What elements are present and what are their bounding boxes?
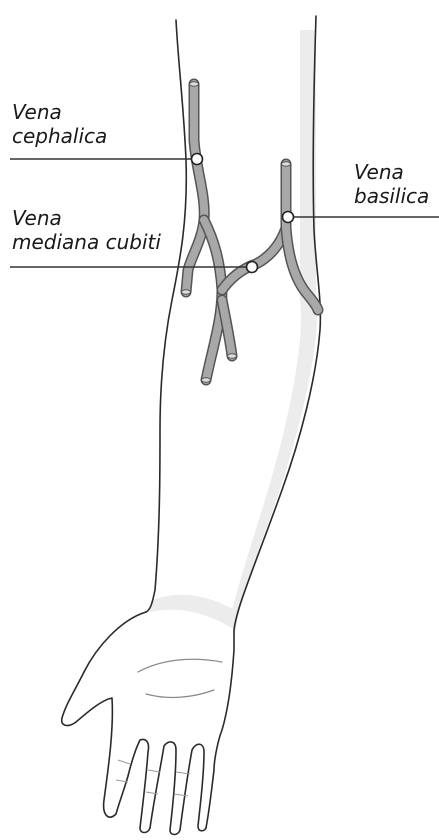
label-cephalica-line2: cephalica xyxy=(12,124,107,148)
label-vena-basilica: Vena basilica xyxy=(354,160,429,208)
marker-mediana-cubiti xyxy=(247,262,258,273)
marker-basilica xyxy=(283,212,294,223)
finger-middle xyxy=(150,742,180,835)
label-vena-cephalica: Vena cephalica xyxy=(12,100,107,148)
label-basilica-line2: basilica xyxy=(354,184,429,208)
vein-cap-cephalica-top xyxy=(190,82,199,86)
label-mediana-line1: Vena xyxy=(12,206,161,230)
vein-branch-lower xyxy=(222,300,232,356)
marker-cephalica xyxy=(192,154,203,165)
arm-outline-left xyxy=(146,20,186,612)
palm-crease-1 xyxy=(138,659,222,672)
veins xyxy=(186,84,318,380)
palm-crease-2 xyxy=(146,690,214,697)
label-cephalica-line1: Vena xyxy=(12,100,107,124)
finger-ring xyxy=(180,744,206,831)
hand-outline xyxy=(62,612,146,817)
finger-index xyxy=(128,740,150,833)
label-vena-mediana-cubiti: Vena mediana cubiti xyxy=(12,206,161,254)
arm-shading xyxy=(228,30,317,630)
vein-cap-cephalica-bottom xyxy=(182,290,191,294)
vein-cap-basilica-top xyxy=(282,162,291,166)
vein-cap-branch-bottom xyxy=(202,378,211,382)
label-mediana-line2: mediana cubiti xyxy=(12,230,161,254)
vein-cap-branch-lower xyxy=(228,354,237,358)
wrist-shading xyxy=(150,595,238,628)
label-basilica-line1: Vena xyxy=(354,160,429,184)
